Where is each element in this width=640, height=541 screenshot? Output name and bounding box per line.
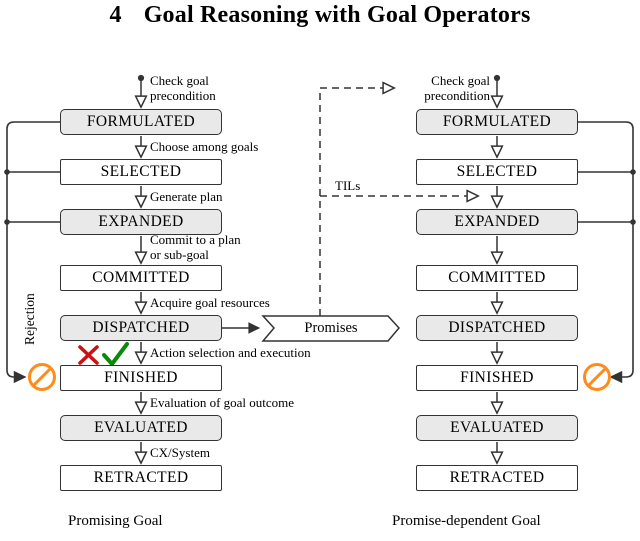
state-formulated-left[interactable]: FORMULATED [60, 109, 222, 135]
edge-label-choose-among-goals: Choose among goals [150, 139, 259, 154]
state-finished-left[interactable]: FINISHED [60, 365, 222, 391]
tils-label: TILs [335, 178, 361, 193]
edge-label-generate-plan: Generate plan [150, 189, 223, 204]
state-evaluated-right[interactable]: EVALUATED [416, 415, 578, 441]
edge-label-acquire-resources: Acquire goal resources [150, 295, 270, 310]
state-finished-right[interactable]: FINISHED [416, 365, 578, 391]
state-formulated-right[interactable]: FORMULATED [416, 109, 578, 135]
edge-label-cx-system: CX/System [150, 445, 210, 460]
state-dispatched-left[interactable]: DISPATCHED [60, 315, 222, 341]
section-number: 4 [109, 2, 122, 28]
section-title: Goal Reasoning with Goal Operators [143, 2, 531, 28]
caption-promise-dependent-goal: Promise-dependent Goal [392, 513, 541, 529]
cross-icon [78, 345, 99, 365]
page-title: 4 Goal Reasoning with Goal Operators [0, 2, 640, 29]
state-retracted-left[interactable]: RETRACTED [60, 465, 222, 491]
state-evaluated-left[interactable]: EVALUATED [60, 415, 222, 441]
caption-promising-goal: Promising Goal [68, 513, 163, 529]
state-committed-left[interactable]: COMMITTED [60, 265, 222, 291]
no-entry-icon-left [28, 363, 56, 391]
check-icon [102, 342, 129, 366]
no-entry-icon-right [583, 363, 611, 391]
state-dispatched-right[interactable]: DISPATCHED [416, 315, 578, 341]
promises-node-label[interactable]: Promises [304, 320, 358, 336]
loop-label-rejection: Rejection [22, 293, 37, 345]
state-committed-right[interactable]: COMMITTED [416, 265, 578, 291]
state-retracted-right[interactable]: RETRACTED [416, 465, 578, 491]
edge-label-evaluation-outcome: Evaluation of goal outcome [150, 395, 295, 410]
edge-label-action-selection: Action selection and execution [150, 345, 311, 360]
state-selected-left[interactable]: SELECTED [60, 159, 222, 185]
state-expanded-right[interactable]: EXPANDED [416, 209, 578, 235]
state-expanded-left[interactable]: EXPANDED [60, 209, 222, 235]
state-selected-right[interactable]: SELECTED [416, 159, 578, 185]
